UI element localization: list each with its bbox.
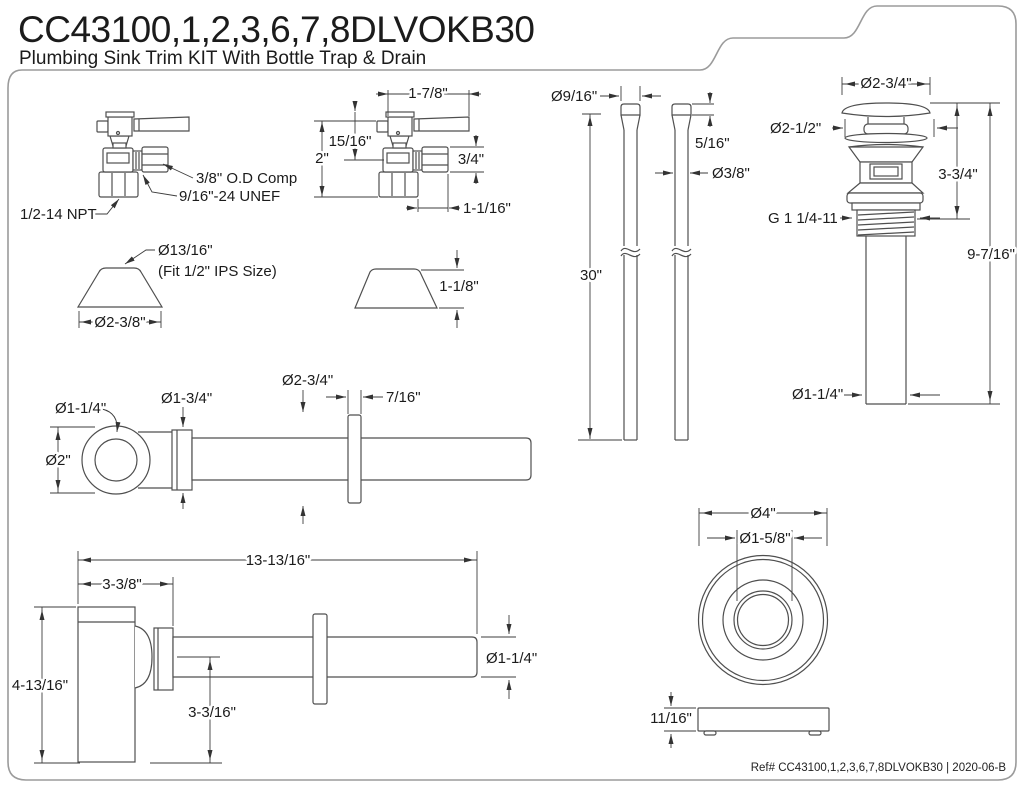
dim-ext-flange-thickness: 7/16" bbox=[386, 389, 421, 406]
label-drain-thread-spec: G 1 1/4-11 bbox=[768, 210, 838, 227]
angle-stop-valve-dimensioned: 1-7/8" 15/16" 2" 3/4" 1-1/16" bbox=[313, 83, 514, 220]
dim-flange-outer-dia: Ø4" bbox=[750, 505, 775, 522]
drain-washer bbox=[844, 132, 928, 144]
dim-ext-flange-dia: Ø2-3/4" bbox=[282, 372, 333, 389]
dim-drain-overall-height: 9-7/16" bbox=[967, 246, 1015, 263]
dim-drain-upper-height: 3-3/4" bbox=[938, 166, 978, 183]
footer: Ref# CC43100,1,2,3,6,7,8DLVOKB30 | 2020-… bbox=[751, 762, 1007, 774]
dim-supply-length: 30" bbox=[580, 267, 602, 284]
page-title: CC43100,1,2,3,6,7,8DLVOKB30 bbox=[18, 9, 535, 50]
dim-drain-cap-dia: Ø2-3/4" bbox=[860, 75, 911, 92]
dim-drain-flange-dia: Ø2-1/2" bbox=[770, 120, 821, 137]
cone-shape bbox=[76, 267, 164, 308]
label-cone-fit: (Fit 1/2" IPS Size) bbox=[158, 263, 277, 280]
dim-flange-inner-dia: Ø1-5/8" bbox=[739, 530, 790, 547]
dim-trap-body-height: 4-13/16" bbox=[12, 677, 68, 694]
trap-body bbox=[77, 606, 136, 763]
dim-supply-head-dia: Ø9/16" bbox=[551, 88, 597, 105]
label-comp-thread: 3/8" O.D Comp bbox=[196, 170, 297, 187]
dim-cone-height: 1-1/8" bbox=[439, 278, 479, 295]
page-border bbox=[7, 5, 1017, 781]
dim-valve-width: 1-7/8" bbox=[408, 85, 448, 102]
header: CC43100,1,2,3,6,7,8DLVOKB30 Plumbing Sin… bbox=[18, 9, 535, 69]
trap-flange bbox=[312, 613, 328, 705]
dim-valve-height: 2" bbox=[315, 150, 329, 167]
dim-ext-collar-dia: Ø1-3/4" bbox=[161, 390, 212, 407]
supply-lines: Ø9/16" 5/16" Ø3/8" 30" bbox=[549, 86, 752, 441]
flange-inner-circle bbox=[736, 593, 790, 647]
extension-tube: Ø1-1/4" Ø2" Ø1-3/4" Ø2-3/4" 7/16" bbox=[43, 370, 532, 524]
slide-flange bbox=[347, 414, 362, 504]
cone-shape bbox=[354, 268, 438, 309]
dim-valve-outlet-height: 3/4" bbox=[458, 151, 484, 168]
drain-assembly: Ø2-3/4" Ø2-1/2" 3-3/4" G 1 1/4-11 9-7/16… bbox=[766, 73, 1018, 406]
dim-trap-outlet-drop: 3-3/16" bbox=[188, 704, 236, 721]
angle-stop-valve-labeled: 3/8" O.D Comp 9/16"-24 UNEF 1/2-14 NPT bbox=[18, 111, 300, 226]
dim-drain-tail-dia: Ø1-1/4" bbox=[792, 386, 843, 403]
reference-number: Ref# CC43100,1,2,3,6,7,8DLVOKB30 | 2020-… bbox=[751, 762, 1007, 774]
dim-ext-inner-dia: Ø1-1/4" bbox=[55, 400, 106, 417]
dim-cone-top: Ø13/16" bbox=[158, 242, 213, 259]
drain-cap bbox=[841, 102, 931, 118]
dim-trap-body-width: 3-3/8" bbox=[102, 576, 142, 593]
page-subtitle: Plumbing Sink Trim KIT With Bottle Trap … bbox=[19, 48, 426, 69]
dim-cone-base: Ø2-3/8" bbox=[94, 314, 145, 331]
dim-valve-outlet-offset: 1-1/16" bbox=[463, 200, 511, 217]
ring-inner bbox=[94, 438, 138, 482]
dim-valve-handle-offset: 15/16" bbox=[329, 133, 372, 150]
wall-flange: Ø4" Ø1-5/8" 11/16" bbox=[648, 503, 830, 748]
flange-side-view bbox=[697, 707, 830, 732]
escutcheon-cone-labeled: Ø2-3/8" Ø13/16" (Fit 1/2" IPS Size) bbox=[76, 240, 279, 334]
bottle-trap: 13-13/16" 3-3/8" 4-13/16" 3-3/16" Ø1-1/4… bbox=[9, 550, 540, 764]
label-unef-thread: 9/16"-24 UNEF bbox=[179, 188, 280, 205]
dim-ext-ring-dia: Ø2" bbox=[45, 452, 70, 469]
escutcheon-cone-dimensioned: 1-1/8" bbox=[354, 250, 481, 328]
label-npt-thread: 1/2-14 NPT bbox=[20, 206, 97, 223]
overflow-hole bbox=[869, 163, 903, 180]
dim-trap-tube-dia: Ø1-1/4" bbox=[486, 650, 537, 667]
dim-trap-length: 13-13/16" bbox=[246, 552, 311, 569]
dim-flange-thickness: 11/16" bbox=[650, 710, 692, 727]
dim-supply-head-height: 5/16" bbox=[695, 135, 730, 152]
dim-supply-tube-dia: Ø3/8" bbox=[712, 165, 750, 182]
